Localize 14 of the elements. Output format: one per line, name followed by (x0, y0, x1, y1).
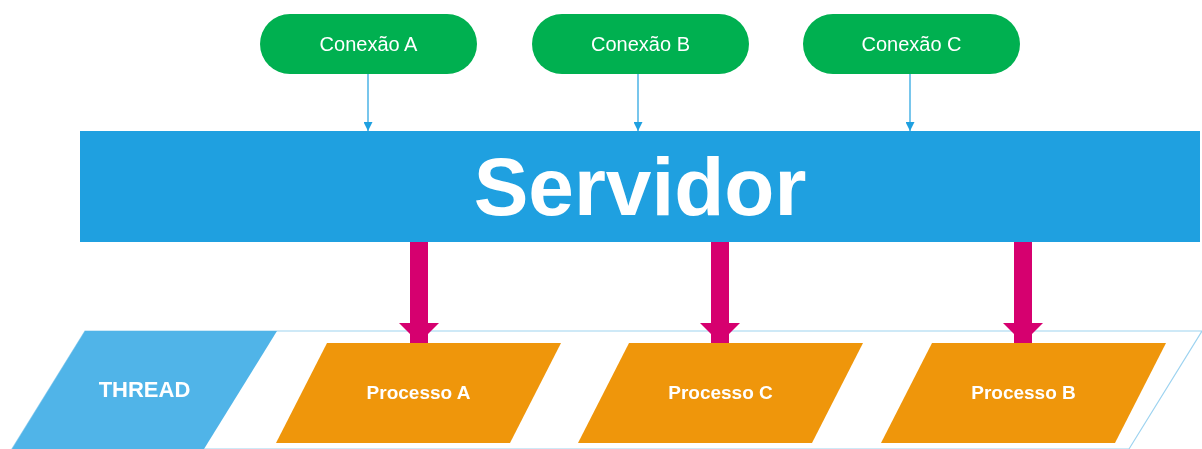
node-label: Processo B (971, 382, 1076, 404)
node-label: Servidor (473, 139, 807, 234)
arrow (633, 73, 643, 132)
arrow (363, 73, 373, 132)
arrow (905, 73, 915, 132)
node-label: Conexão C (861, 32, 962, 56)
thick-arrow (700, 242, 740, 343)
thick-arrow (399, 242, 439, 343)
node-label: THREAD (98, 377, 191, 403)
node-label: Processo C (668, 382, 773, 404)
node-label: Conexão A (319, 32, 418, 56)
node-label: Conexão B (591, 32, 690, 56)
thick-arrow (1003, 242, 1043, 343)
node-label: Processo A (366, 382, 471, 404)
